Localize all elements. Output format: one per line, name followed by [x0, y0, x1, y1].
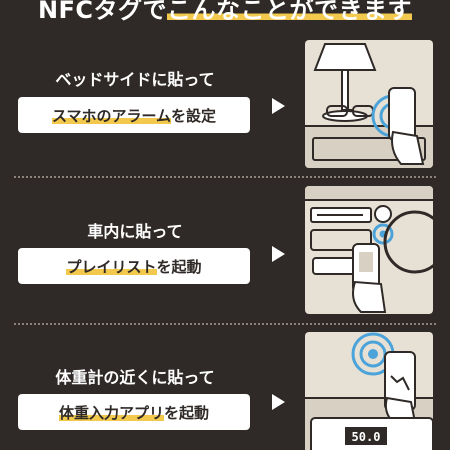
- action-suffix: を起動: [164, 403, 210, 422]
- action-highlight: スマホのアラーム: [51, 104, 172, 126]
- divider: [14, 176, 436, 178]
- arrow-icon: [272, 246, 285, 262]
- arrow-icon: [272, 394, 285, 410]
- action-pill: スマホのアラームを設定: [18, 97, 250, 133]
- action-pill: 体重入力アプリを起動: [18, 394, 250, 430]
- illustration-car: [305, 186, 433, 314]
- action-suffix: を起動: [156, 257, 202, 276]
- headline-highlight: こんなことができます: [167, 0, 413, 24]
- headline-prefix: NFCタグで: [37, 0, 168, 24]
- headline: NFCタグでこんなことができます: [0, 0, 450, 25]
- action-highlight: 体重入力アプリ: [58, 401, 164, 423]
- divider: [14, 323, 436, 325]
- illustration-scale: 50.0: [305, 332, 433, 450]
- action-suffix: を設定: [171, 106, 217, 125]
- section-lead: 車内に貼って: [87, 222, 183, 241]
- section-lead: 体重計の近くに貼って: [55, 368, 215, 387]
- action-highlight: プレイリスト: [66, 255, 157, 277]
- arrow-icon: [272, 98, 285, 114]
- section-lead: ベッドサイドに貼って: [55, 70, 215, 89]
- scale-display: 50.0: [352, 430, 381, 444]
- action-pill: プレイリストを起動: [18, 248, 250, 284]
- illustration-bedside: [305, 40, 433, 168]
